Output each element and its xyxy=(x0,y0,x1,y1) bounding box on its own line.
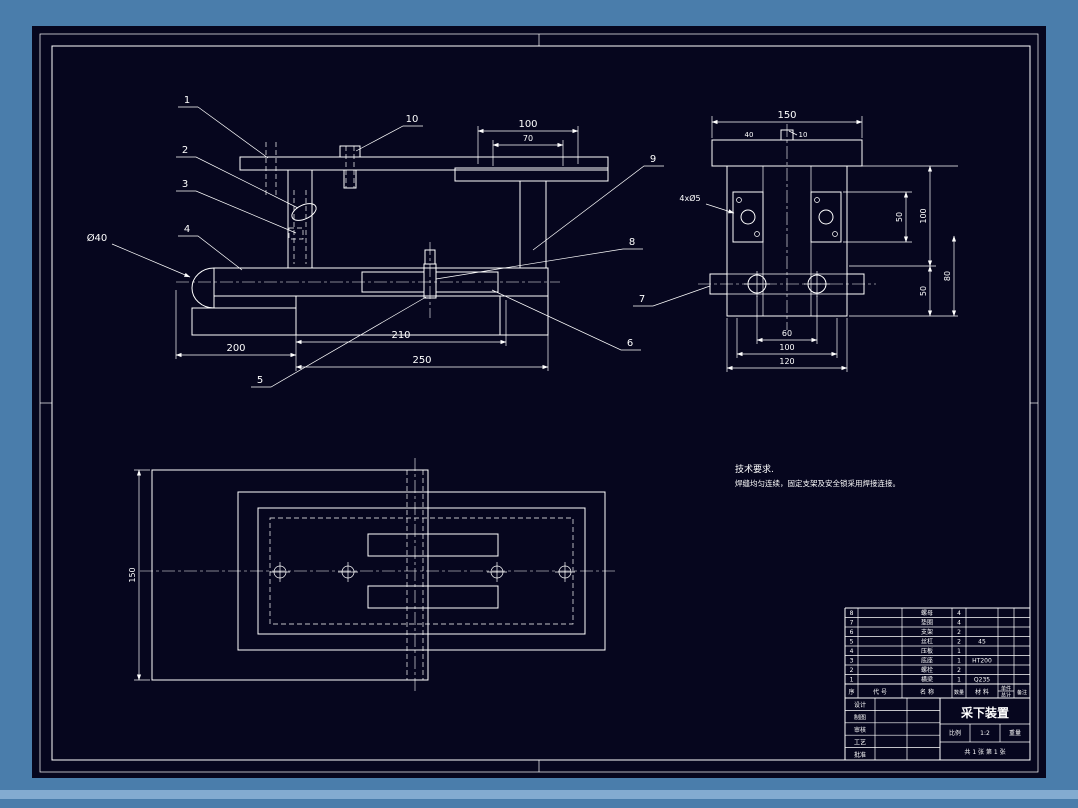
dim-label: 40 xyxy=(745,131,754,139)
callout-number: 5 xyxy=(257,375,263,386)
part-material: Q235 xyxy=(974,677,990,684)
part-name: 螺母 xyxy=(921,609,933,617)
part-name: 底座 xyxy=(921,657,933,665)
callout-number: 7 xyxy=(639,294,645,305)
part-name: 螺栓 xyxy=(921,666,933,674)
part-seq: 2 xyxy=(850,667,854,674)
dim-label: 200 xyxy=(226,343,245,354)
dim-label: 100 xyxy=(919,208,928,223)
header-remark: 备注 xyxy=(1017,689,1027,696)
plan-hole-centers xyxy=(270,562,575,582)
drawing-frame xyxy=(39,33,1039,773)
scale-value: 1:2 xyxy=(980,730,990,737)
part-name: 横梁 xyxy=(921,676,933,684)
callout-number: 4 xyxy=(184,224,190,235)
dim-label: 80 xyxy=(943,271,952,281)
dim-label: 60 xyxy=(782,329,792,338)
dim-label: 70 xyxy=(523,134,533,143)
dim-label: 210 xyxy=(391,330,410,341)
part-qty: 1 xyxy=(957,648,961,655)
notes-line: 焊缝均匀连续，固定支架及安全锁采用焊接连接。 xyxy=(735,478,900,488)
technical-notes: 技术要求. 焊缝均匀连续，固定支架及安全锁采用焊接连接。 xyxy=(735,463,900,488)
part-qty: 1 xyxy=(957,658,961,665)
dim-label-diameter: Ø40 xyxy=(87,232,108,244)
part-qty: 1 xyxy=(957,677,961,684)
part-qty: 2 xyxy=(957,639,961,646)
callout-number: 8 xyxy=(629,237,635,248)
plan-dimensions: 150 xyxy=(128,469,150,681)
hole-callout: 4xØ5 xyxy=(679,193,700,203)
callout-number: 3 xyxy=(182,179,188,190)
header-code: 代 号 xyxy=(873,688,887,696)
callout-number: 10 xyxy=(406,114,419,125)
front-view: 100 70 210 200 250 Ø40 xyxy=(87,119,609,371)
sheet-count: 共 1 张 第 1 张 xyxy=(964,748,1005,756)
weight-label: 重量 xyxy=(1009,729,1021,737)
part-material: HT200 xyxy=(972,658,992,665)
part-seq: 7 xyxy=(850,620,854,627)
bottom-strip xyxy=(0,790,1078,799)
callout-number: 1 xyxy=(184,95,190,106)
sign-row-label: 审核 xyxy=(854,726,866,734)
part-name: 丝杠 xyxy=(921,638,933,646)
part-seq: 3 xyxy=(850,658,854,665)
header-unit: 单件 xyxy=(1001,685,1011,692)
parts-list-rows: 8 螺母 4 7 垫圈 4 6 支架 2 5 丝杠 2 45 4 压板 1 3 … xyxy=(850,609,992,684)
drawing-title: 采下装置 xyxy=(960,705,1009,720)
part-qty: 2 xyxy=(957,629,961,636)
part-material: 45 xyxy=(978,639,986,646)
dim-label: 100 xyxy=(518,119,537,130)
sign-row-label: 制图 xyxy=(854,714,866,722)
dim-label: 100 xyxy=(779,343,794,352)
sign-row-label: 工艺 xyxy=(854,739,866,747)
dim-label: 250 xyxy=(412,355,431,366)
callout-number: 9 xyxy=(650,154,656,165)
part-name: 压板 xyxy=(921,647,933,655)
plan-view: 150 xyxy=(128,458,618,692)
drawing-sheet xyxy=(32,26,1046,778)
dim-label: 120 xyxy=(779,357,794,366)
part-qty: 4 xyxy=(957,620,961,627)
dim-label: 10 xyxy=(799,131,808,139)
title-info-cells: 比例 1:2 重量 共 1 张 第 1 张 xyxy=(949,729,1021,756)
part-seq: 5 xyxy=(850,639,854,646)
sign-row-label: 设计 xyxy=(854,701,866,709)
header-name: 名 称 xyxy=(920,688,934,696)
part-seq: 6 xyxy=(850,629,854,636)
header-material: 材 料 xyxy=(975,688,989,696)
dim-label: 150 xyxy=(777,110,796,121)
header-qty: 数量 xyxy=(954,689,964,696)
notes-title: 技术要求. xyxy=(735,463,774,475)
part-seq: 8 xyxy=(850,610,854,617)
callout-number: 6 xyxy=(627,338,633,349)
part-seq: 4 xyxy=(850,648,854,655)
header-total: 总计 xyxy=(1001,692,1011,699)
title-block: 序 代 号 名 称 数量 材 料 单件 总计 备注 8 螺母 4 7 垫圈 4 … xyxy=(844,607,1030,760)
part-qty: 4 xyxy=(957,610,961,617)
parts-list-header: 序 代 号 名 称 数量 材 料 单件 总计 备注 xyxy=(848,685,1027,699)
dim-label: 150 xyxy=(128,567,137,582)
part-name: 支架 xyxy=(921,628,933,636)
side-dimensions: 150 40 10 4xØ5 100 50 50 80 60 xyxy=(679,110,958,372)
callout-annotations: 1 2 3 4 5 6 7 8 9 10 xyxy=(176,95,711,388)
part-name: 垫圈 xyxy=(921,619,933,627)
sign-row-label: 批准 xyxy=(854,751,866,759)
scale-label: 比例 xyxy=(949,729,961,737)
part-qty: 2 xyxy=(957,667,961,674)
front-dimensions: 100 70 210 200 250 Ø40 xyxy=(87,119,579,371)
part-seq: 1 xyxy=(850,677,854,684)
signature-rows: 设计 制图 审核 工艺 批准 xyxy=(854,701,866,759)
dim-label: 50 xyxy=(919,286,928,296)
dim-label: 50 xyxy=(895,212,904,222)
header-seq: 序 xyxy=(848,688,854,696)
side-view: 150 40 10 4xØ5 100 50 50 80 60 xyxy=(679,110,958,372)
callout-number: 2 xyxy=(182,145,188,156)
